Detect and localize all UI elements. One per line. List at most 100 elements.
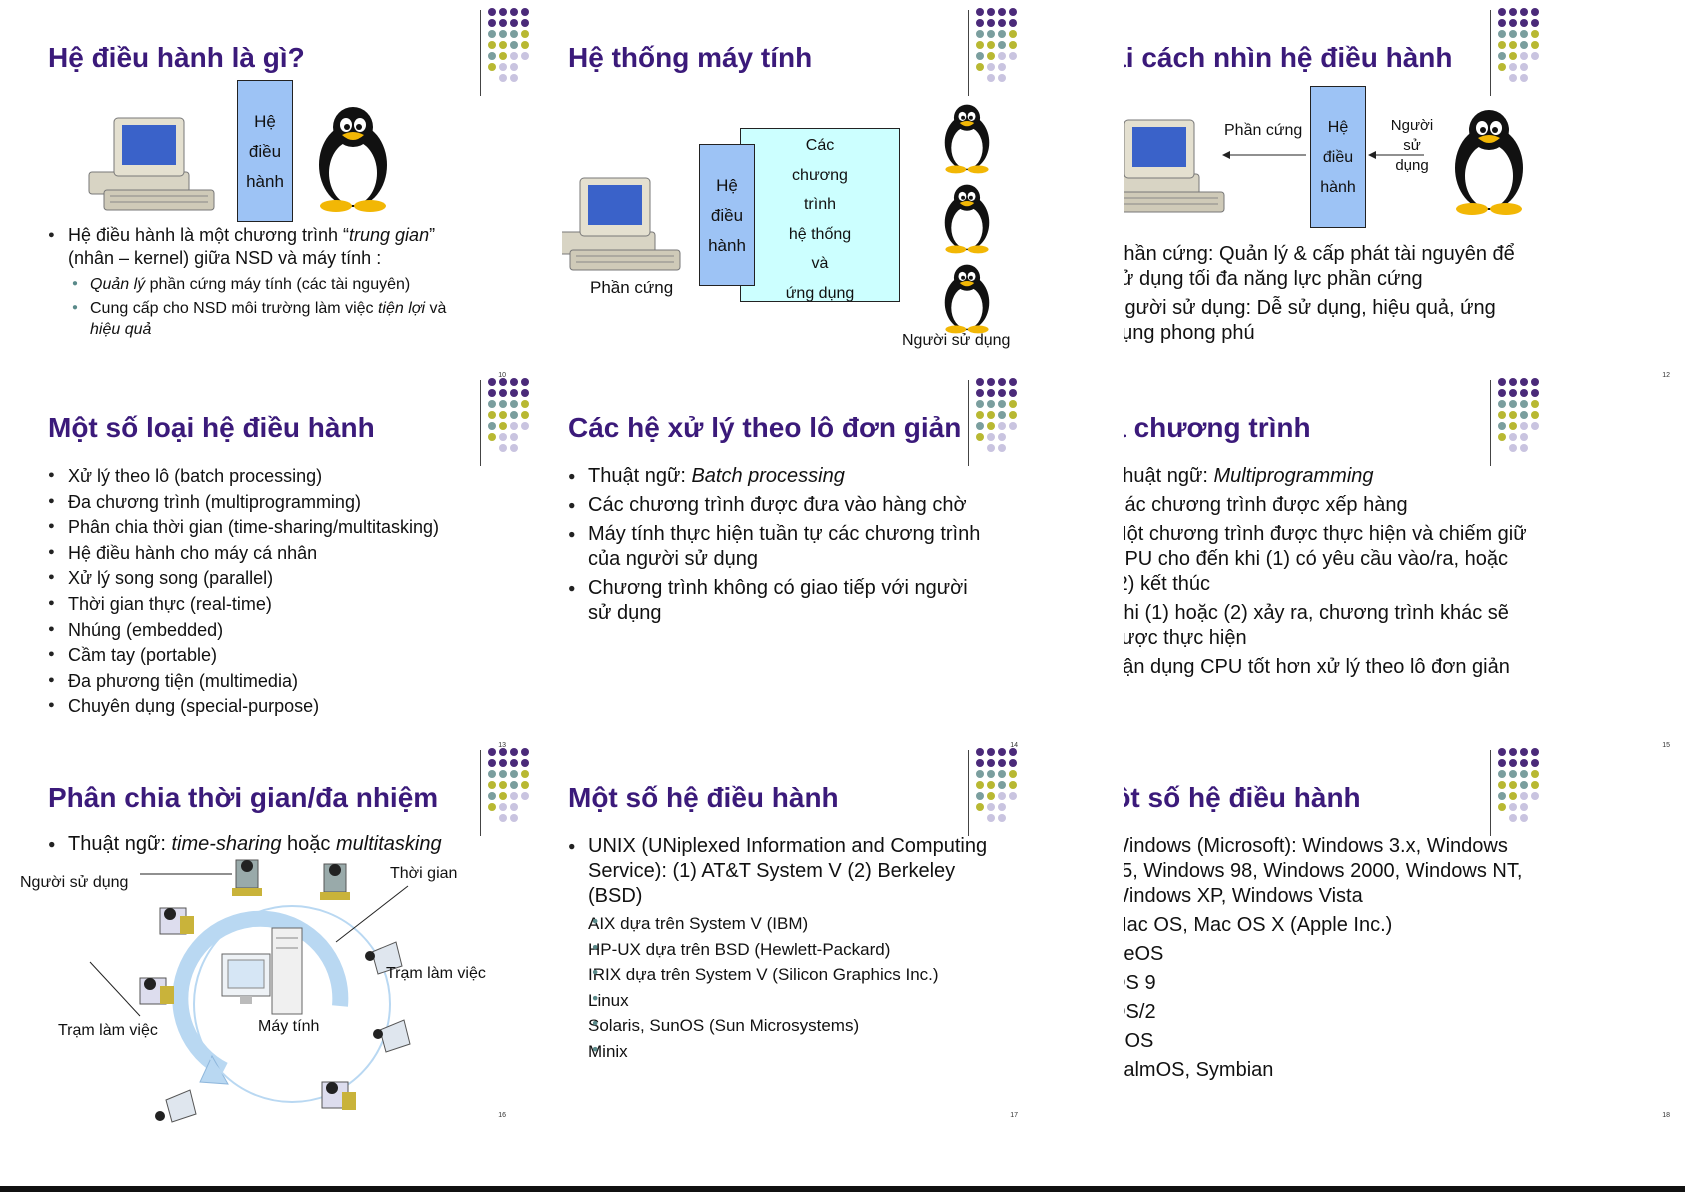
decorative-dot (998, 444, 1006, 452)
decorative-dot (1498, 422, 1506, 430)
user-workstation-icon (320, 863, 350, 900)
decorative-dot (987, 792, 995, 800)
laptop-icon (155, 1089, 197, 1123)
slide-number: 13 (498, 742, 506, 749)
decorative-dot (488, 19, 496, 27)
apps-box-line: chương (792, 166, 848, 184)
decorative-dot (499, 52, 507, 60)
decorative-dot (976, 422, 984, 430)
bullet-item: Đa chương trình (multiprogramming) (48, 490, 478, 516)
decorative-dot (976, 378, 984, 386)
bullet-list: Thuật ngữ: Batch processing Các chương t… (568, 464, 988, 626)
decorative-dot (1531, 19, 1539, 27)
arrow-left-icon (1368, 151, 1424, 159)
bullet-item: Thời gian thực (real-time) (48, 592, 478, 618)
apps-box-line: hệ thống (788, 225, 852, 243)
decorative-dot (510, 770, 518, 778)
decorative-dot (499, 411, 507, 419)
decorative-dot (499, 389, 507, 397)
slide-title: Một số hệ điều hành (1124, 782, 1361, 813)
bullet-item: Windows (Microsoft): Windows 3.x, Window… (1124, 834, 1534, 909)
decorative-dot (1531, 759, 1539, 767)
slide-11: Hệ thống máy tính Phần cứng Các chương t… (562, 0, 1124, 397)
decorative-dot (521, 792, 529, 800)
sub-bullet-item: Minix (568, 1039, 998, 1065)
decorative-dot (1531, 792, 1539, 800)
decorative-dot (987, 63, 995, 71)
decorative-dot (1509, 444, 1517, 452)
decorative-dot (1520, 41, 1528, 49)
slide-13: Một số loại hệ điều hành Xử lý theo lô (… (0, 370, 562, 767)
decorative-dot (510, 411, 518, 419)
bullet-list: Xử lý theo lô (batch processing) Đa chươ… (48, 464, 478, 720)
decorative-dot (510, 8, 518, 16)
bullet-item: Nhúng (embedded) (48, 618, 478, 644)
decorative-dot (1520, 781, 1528, 789)
decorative-dot (1509, 422, 1517, 430)
bullet-item: Phần cứng: Quản lý & cấp phát tài nguyên… (1124, 242, 1530, 292)
decorative-dot (987, 400, 995, 408)
user-label: Người sử dụng (1386, 116, 1438, 176)
slide-title: Phân chia thời gian/đa nhiệm (48, 782, 439, 813)
penguin-icon (944, 184, 990, 254)
divider (968, 380, 969, 466)
user-label: Người sử dụng (902, 332, 1011, 349)
decorative-dot (1509, 400, 1517, 408)
decorative-dot (521, 759, 529, 767)
penguin-icon (319, 107, 387, 212)
bullet-item: Hệ điều hành là một chương trình “trung … (48, 224, 468, 270)
sub-bullet-item: Linux (568, 988, 998, 1014)
decorative-dot (1009, 748, 1017, 756)
decorative-dot (1509, 8, 1517, 16)
decorative-dot (488, 770, 496, 778)
decorative-dot (1509, 748, 1517, 756)
decorative-dot (998, 63, 1006, 71)
decorative-dot (521, 781, 529, 789)
decorative-dot (1520, 433, 1528, 441)
decorative-dot (987, 389, 995, 397)
user-workstation-icon (139, 977, 174, 1005)
bullet-item: Máy tính thực hiện tuần tự các chương tr… (568, 522, 988, 572)
penguin-icon (944, 264, 990, 334)
decorative-dot (1509, 63, 1517, 71)
os-box: Hệ điều hành (1310, 86, 1366, 228)
decorative-dot (976, 389, 984, 397)
decorative-dot (998, 803, 1006, 811)
decorative-dot (1009, 759, 1017, 767)
bullet-list: Phần cứng: Quản lý & cấp phát tài nguyên… (1124, 242, 1530, 346)
slide-title: Một số loại hệ điều hành (48, 412, 375, 443)
time-sharing-diagram (89, 859, 411, 1123)
decorative-dot (499, 444, 507, 452)
decorative-dot (521, 411, 529, 419)
decorative-dot (1520, 803, 1528, 811)
decorative-dot (488, 411, 496, 419)
decorative-dot (1509, 411, 1517, 419)
decorative-dot (987, 433, 995, 441)
bullet-item: Phân chia thời gian (time-sharing/multit… (48, 515, 478, 541)
bullet-item: Cầm tay (portable) (48, 643, 478, 669)
decorative-dot (1531, 781, 1539, 789)
slide-title: Hai cách nhìn hệ điều hành (1124, 42, 1453, 73)
decorative-dot (998, 30, 1006, 38)
decorative-dot (521, 52, 529, 60)
decorative-dot (1509, 41, 1517, 49)
decorative-dot (510, 748, 518, 756)
decorative-dot (1509, 30, 1517, 38)
decorative-dot (510, 803, 518, 811)
decorative-dot (1009, 41, 1017, 49)
decorative-dot (998, 814, 1006, 822)
decorative-dot (488, 378, 496, 386)
computer-icon (1124, 119, 1225, 213)
slide-16: Phân chia thời gian/đa nhiệm Thuật ngữ: … (0, 740, 562, 1137)
decorative-dot (998, 74, 1006, 82)
apps-box: Các chương trình hệ thống và ứng dụng (740, 128, 900, 302)
decorative-dot (1009, 378, 1017, 386)
decorative-dot (1009, 19, 1017, 27)
sub-bullet-item: AIX dựa trên System V (IBM) (568, 911, 998, 937)
decorative-dot (1531, 400, 1539, 408)
decorative-dot (510, 52, 518, 60)
decorative-dot (510, 759, 518, 767)
decorative-dot (510, 63, 518, 71)
decorative-dot (1009, 30, 1017, 38)
slide-number: 17 (1010, 1112, 1018, 1119)
